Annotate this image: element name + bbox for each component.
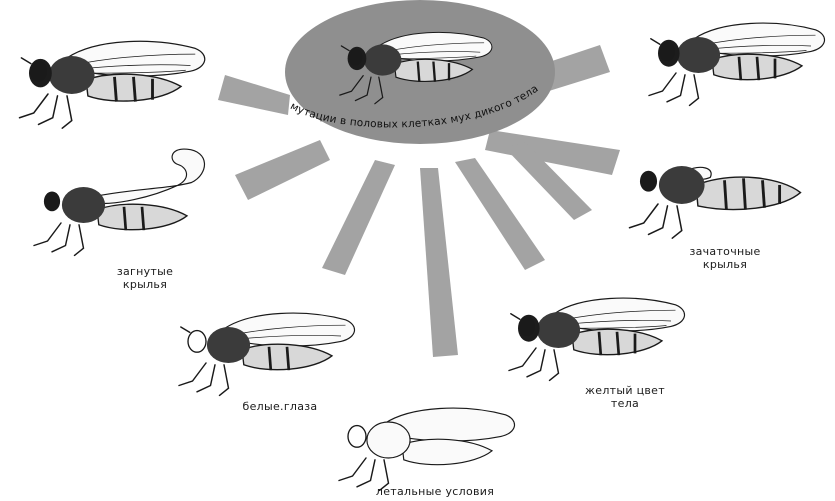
label-bent-wings: загнутые крылья bbox=[100, 265, 190, 291]
label-lethal: летальные условия bbox=[365, 485, 505, 498]
fly-wild-top-right bbox=[649, 23, 825, 105]
fly-lethal bbox=[339, 408, 515, 490]
fly-vestigial-wings bbox=[630, 166, 801, 238]
label-yellow-body: желтый цвет тела bbox=[565, 384, 685, 410]
label-vestigial-wings: зачаточные крылья bbox=[665, 245, 785, 271]
ray-right-lower bbox=[485, 130, 620, 175]
fly-yellow-body bbox=[509, 298, 685, 380]
ray-white-eyes bbox=[322, 160, 395, 275]
fly-white-eyes bbox=[179, 313, 355, 395]
fly-bent-wings bbox=[34, 149, 204, 255]
label-white-eyes: белые.глаза bbox=[220, 400, 340, 413]
fly-wild-top-left bbox=[19, 41, 204, 128]
ray-left-upper bbox=[218, 75, 290, 115]
ray-lethal bbox=[420, 168, 458, 357]
ray-left-lower bbox=[235, 140, 330, 200]
